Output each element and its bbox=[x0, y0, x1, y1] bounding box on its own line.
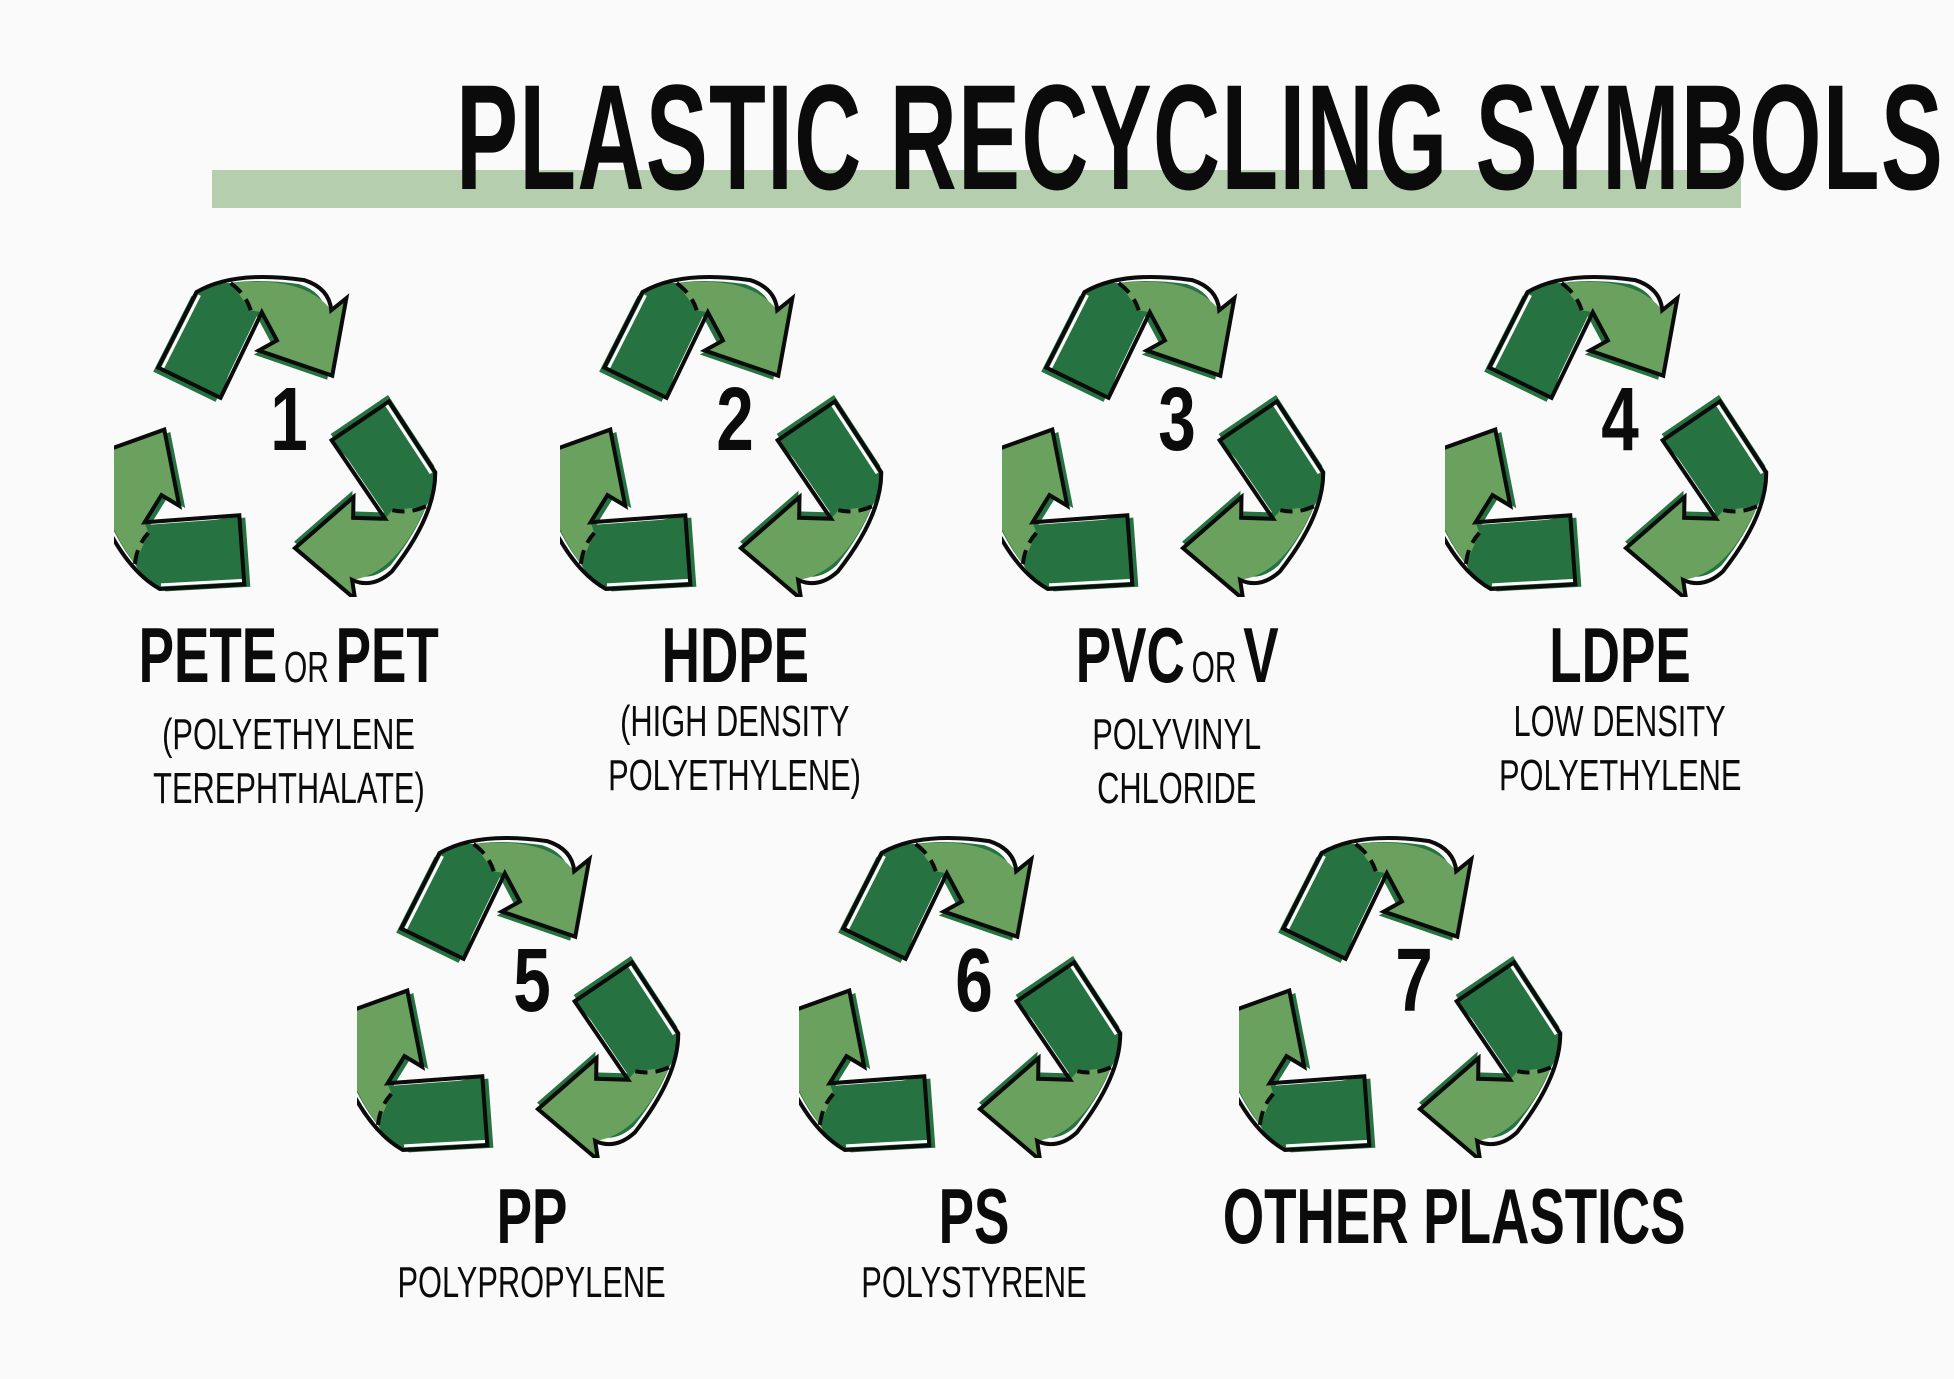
resin-number: 7 bbox=[1114, 936, 1714, 1026]
resin-number-text: 7 bbox=[1395, 931, 1433, 1031]
resin-number: 5 bbox=[232, 936, 832, 1026]
resin-number-text: 3 bbox=[1158, 370, 1196, 470]
resin-description-text: POLYVINYL bbox=[1092, 710, 1262, 759]
resin-code: OTHER PLASTICS bbox=[1222, 1172, 1686, 1260]
resin-number: 1 bbox=[0, 375, 589, 465]
or-connector: OR bbox=[1191, 643, 1237, 692]
resin-number: 6 bbox=[674, 936, 1274, 1026]
or-connector: OR bbox=[284, 643, 330, 692]
page-title: PLASTIC RECYCLING SYMBOLS bbox=[0, 62, 1954, 212]
page-title-text: PLASTIC RECYCLING SYMBOLS bbox=[456, 53, 1945, 221]
resin-description-text: TEREPHTHALATE) bbox=[153, 764, 425, 813]
resin-description-text: POLYSTYRENE bbox=[861, 1258, 1087, 1307]
resin-label: PP bbox=[232, 1176, 832, 1256]
resin-label: OTHER PLASTICS bbox=[1114, 1176, 1714, 1256]
resin-number-text: 5 bbox=[513, 931, 551, 1031]
resin-label: LDPE bbox=[1320, 615, 1920, 695]
resin-description-line: (POLYETHYLENE bbox=[0, 708, 589, 762]
resin-number: 4 bbox=[1320, 375, 1920, 465]
resin-description-text: (POLYETHYLENE bbox=[162, 710, 416, 759]
resin-description-text: LOW DENSITY bbox=[1513, 697, 1727, 746]
resin-code: LDPE bbox=[1549, 611, 1691, 699]
title-underline-bar bbox=[212, 170, 1741, 208]
resin-description-line: LOW DENSITY bbox=[1320, 695, 1920, 749]
resin-label: HDPE bbox=[435, 615, 1035, 695]
resin-number-text: 2 bbox=[716, 370, 754, 470]
resin-code: PETE bbox=[138, 611, 278, 699]
resin-description-line: POLYETHYLENE bbox=[1320, 749, 1920, 803]
resin-code: HDPE bbox=[661, 611, 809, 699]
resin-description-line: CHLORIDE bbox=[877, 762, 1477, 816]
resin-code: PVC bbox=[1075, 611, 1185, 699]
resin-description-line: POLYETHYLENE) bbox=[435, 749, 1035, 803]
resin-label: PS bbox=[674, 1176, 1274, 1256]
resin-description-line: POLYVINYL bbox=[877, 708, 1477, 762]
resin-number: 2 bbox=[435, 375, 1035, 465]
recycling-symbol-2: 2 HDPE(HIGH DENSITY POLYETHYLENE) bbox=[435, 265, 1035, 803]
resin-description-text: POLYPROPYLENE bbox=[397, 1258, 667, 1307]
resin-alt-code: V bbox=[1243, 611, 1279, 699]
resin-code: PS bbox=[938, 1172, 1010, 1260]
resin-number-text: 1 bbox=[270, 370, 308, 470]
resin-description-text: POLYETHYLENE) bbox=[608, 751, 862, 800]
resin-description-line: TEREPHTHALATE) bbox=[0, 762, 589, 816]
resin-code: PP bbox=[496, 1172, 568, 1260]
resin-description-line: (HIGH DENSITY bbox=[435, 695, 1035, 749]
resin-number-text: 6 bbox=[955, 931, 993, 1031]
resin-number-text: 4 bbox=[1601, 370, 1639, 470]
resin-description-text: POLYETHYLENE bbox=[1498, 751, 1742, 800]
recycling-symbol-7: 7 OTHER PLASTICS bbox=[1114, 826, 1714, 1256]
resin-description-line: POLYSTYRENE bbox=[674, 1256, 1274, 1310]
resin-number: 3 bbox=[877, 375, 1477, 465]
resin-alt-code: PET bbox=[335, 611, 440, 699]
resin-description-text: (HIGH DENSITY bbox=[620, 697, 850, 746]
resin-description-line: POLYPROPYLENE bbox=[232, 1256, 832, 1310]
resin-description-text: CHLORIDE bbox=[1097, 764, 1257, 813]
